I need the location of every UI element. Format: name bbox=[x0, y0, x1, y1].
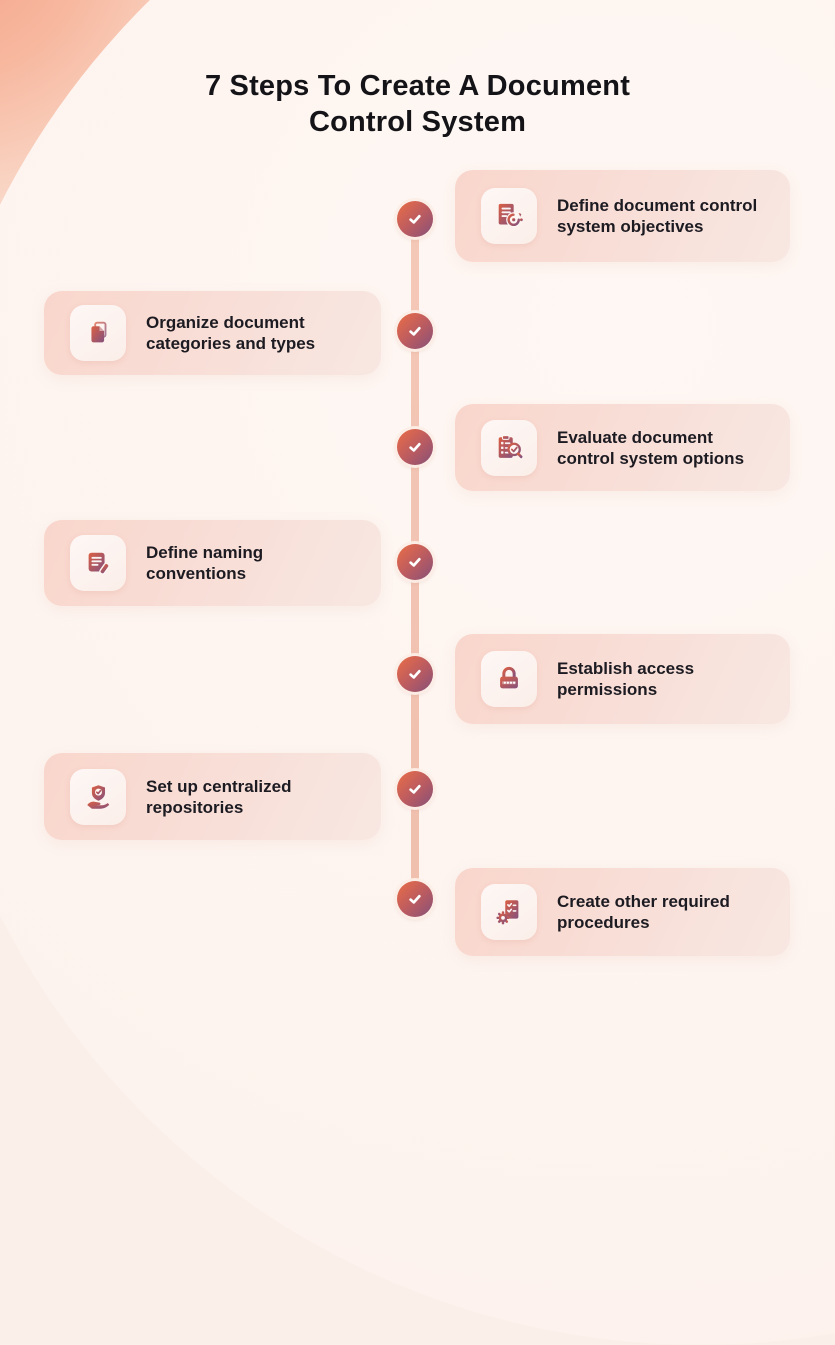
step-label: Create other required procedures bbox=[557, 892, 730, 932]
step-1-icon-tile bbox=[481, 188, 537, 244]
step-2-check-icon bbox=[397, 313, 433, 349]
step-card-3: Evaluate document control system options bbox=[455, 404, 790, 491]
step-label: Evaluate document control system options bbox=[557, 427, 745, 468]
step-label: Establish access permissions bbox=[557, 659, 695, 699]
step-2-icon-tile bbox=[70, 305, 126, 361]
clipboard-search-icon bbox=[498, 434, 523, 458]
step-label: Define naming conventions bbox=[146, 543, 264, 583]
step-6-icon-tile bbox=[70, 768, 126, 825]
step-card-4: Define naming conventions bbox=[44, 520, 381, 606]
step-5-check-icon bbox=[397, 656, 433, 692]
step-6-check-icon bbox=[397, 771, 433, 807]
step-label: Organize document categories and types bbox=[146, 313, 316, 353]
step-4-check-icon bbox=[397, 544, 433, 580]
step-card-7: Create other required procedures bbox=[455, 868, 790, 956]
step-7-icon-tile bbox=[481, 884, 537, 940]
padlock-icon bbox=[500, 666, 518, 689]
page-title: 7 Steps To Create A Document Control Sys… bbox=[204, 70, 631, 138]
step-label: Define document control system objective… bbox=[557, 196, 758, 236]
step-3-icon-tile bbox=[481, 419, 537, 476]
step-7-check-icon bbox=[397, 881, 433, 917]
step-5-icon-tile bbox=[481, 651, 537, 707]
step-card-6: Set up centralized repositories bbox=[44, 753, 381, 840]
step-label: Set up centralized repositories bbox=[146, 776, 292, 817]
step-card-2: Organize document categories and types bbox=[44, 291, 381, 375]
hand-shield-icon bbox=[87, 784, 110, 809]
step-4-icon-tile bbox=[70, 535, 126, 591]
step-card-1: Define document control system objective… bbox=[455, 170, 790, 262]
step-card-5: Establish access permissions bbox=[455, 634, 790, 724]
document-copies-icon bbox=[91, 321, 107, 343]
infographic-stage: 7 Steps To Create A Document Control Sys… bbox=[44, 70, 790, 956]
gear-checklist-icon bbox=[496, 900, 519, 925]
step-3-check-icon bbox=[397, 429, 433, 465]
step-1-check-icon bbox=[397, 201, 433, 237]
document-objectives-icon bbox=[498, 203, 523, 228]
document-pen-icon bbox=[88, 552, 110, 575]
